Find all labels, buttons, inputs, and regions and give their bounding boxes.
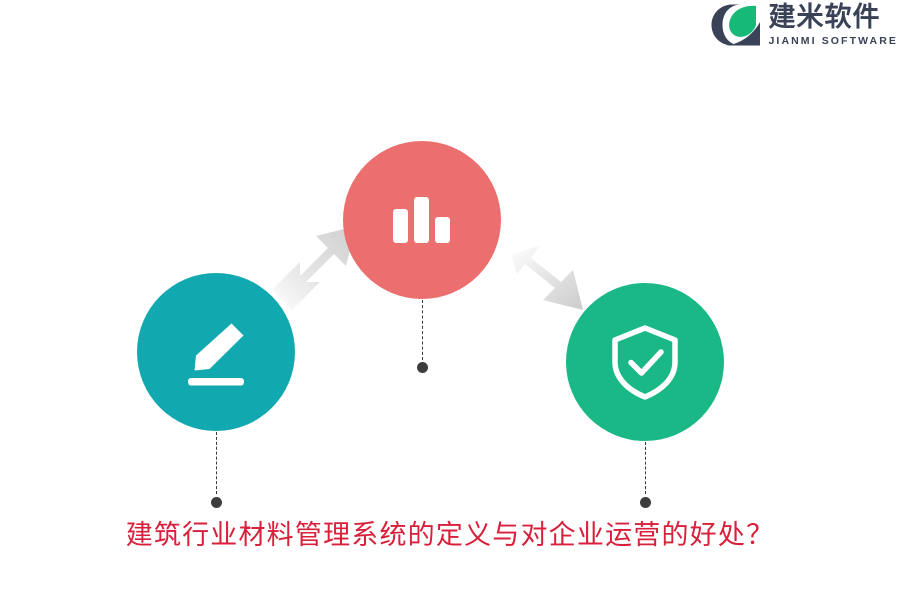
node-shield[interactable]: [566, 283, 724, 441]
brand-text-block: 建米软件 JIANMI SOFTWARE: [768, 4, 898, 47]
brand-name-en: JIANMI SOFTWARE: [768, 34, 898, 47]
arrow-up-right-icon: [272, 226, 356, 310]
pencil-edit-icon: [188, 323, 244, 386]
arrow-down-right-icon: [511, 246, 583, 310]
connector-left: [216, 432, 217, 494]
jianmi-leaf-logo-icon: [711, 4, 761, 46]
connector-middle: [422, 300, 423, 360]
shield-check-icon: [612, 325, 678, 400]
node-edit[interactable]: [137, 273, 295, 431]
dot-left: [211, 497, 222, 508]
node-analytics[interactable]: [343, 141, 501, 299]
connector-right: [645, 442, 646, 494]
brand-logo[interactable]: 建米软件 JIANMI SOFTWARE: [710, 3, 898, 47]
page-title: 建筑行业材料管理系统的定义与对企业运营的好处？: [125, 520, 775, 551]
dot-middle: [417, 362, 428, 373]
brand-name-cn: 建米软件: [768, 1, 881, 33]
bar-chart-icon: [393, 197, 450, 243]
dot-right: [640, 497, 651, 508]
